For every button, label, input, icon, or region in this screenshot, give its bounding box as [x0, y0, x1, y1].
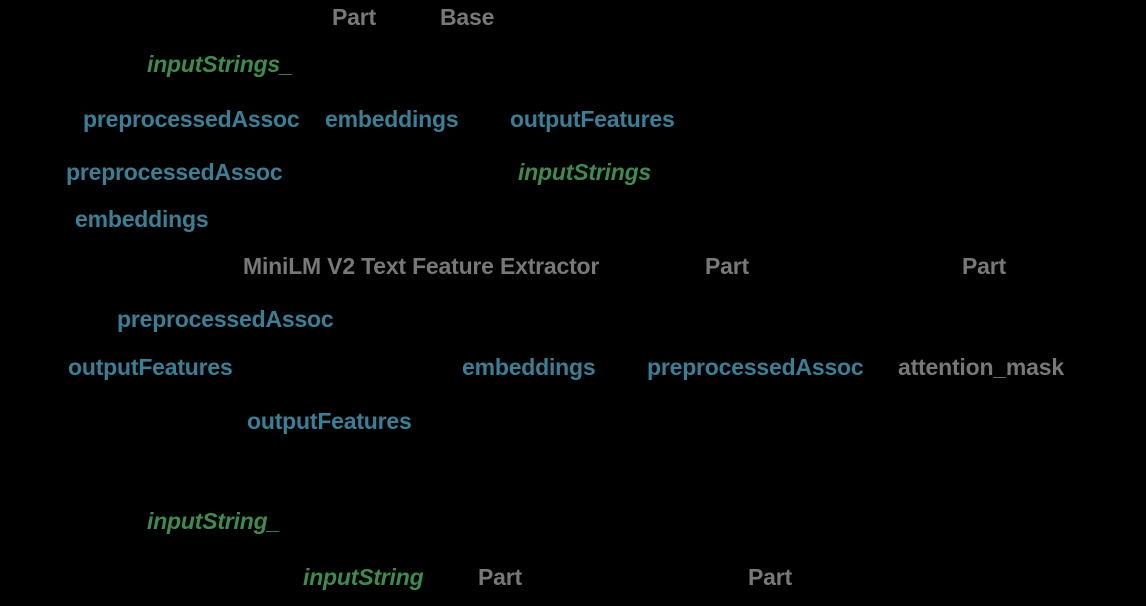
local-token-preprocessedassoc: preprocessedAssoc — [66, 159, 283, 185]
pattern-token-inputstring-blank: inputString_ — [147, 508, 281, 534]
string-token-part: Part — [962, 253, 1006, 279]
pattern-token-inputstrings: inputStrings — [518, 159, 652, 185]
string-token-part: Part — [478, 564, 522, 590]
string-token-part: Part — [748, 564, 792, 590]
string-token-minilm-model-name: MiniLM V2 Text Feature Extractor — [243, 253, 600, 279]
string-token-part: Part — [332, 4, 376, 30]
string-token-part: Part — [705, 253, 749, 279]
local-token-outputfeatures: outputFeatures — [247, 408, 412, 434]
string-token-base: Base — [440, 4, 495, 30]
local-token-embeddings: embeddings — [462, 354, 596, 380]
local-token-embeddings: embeddings — [75, 206, 209, 232]
local-token-preprocessedassoc: preprocessedAssoc — [117, 306, 334, 332]
local-token-embeddings: embeddings — [325, 106, 459, 132]
pattern-token-inputstring: inputString — [303, 564, 424, 590]
pattern-token-inputstrings-blank: inputStrings_ — [147, 51, 293, 77]
string-token-attention-mask: attention_mask — [898, 354, 1064, 380]
local-token-outputfeatures: outputFeatures — [68, 354, 233, 380]
local-token-preprocessedassoc: preprocessedAssoc — [83, 106, 300, 132]
local-token-outputfeatures: outputFeatures — [510, 106, 675, 132]
local-token-preprocessedassoc: preprocessedAssoc — [647, 354, 864, 380]
